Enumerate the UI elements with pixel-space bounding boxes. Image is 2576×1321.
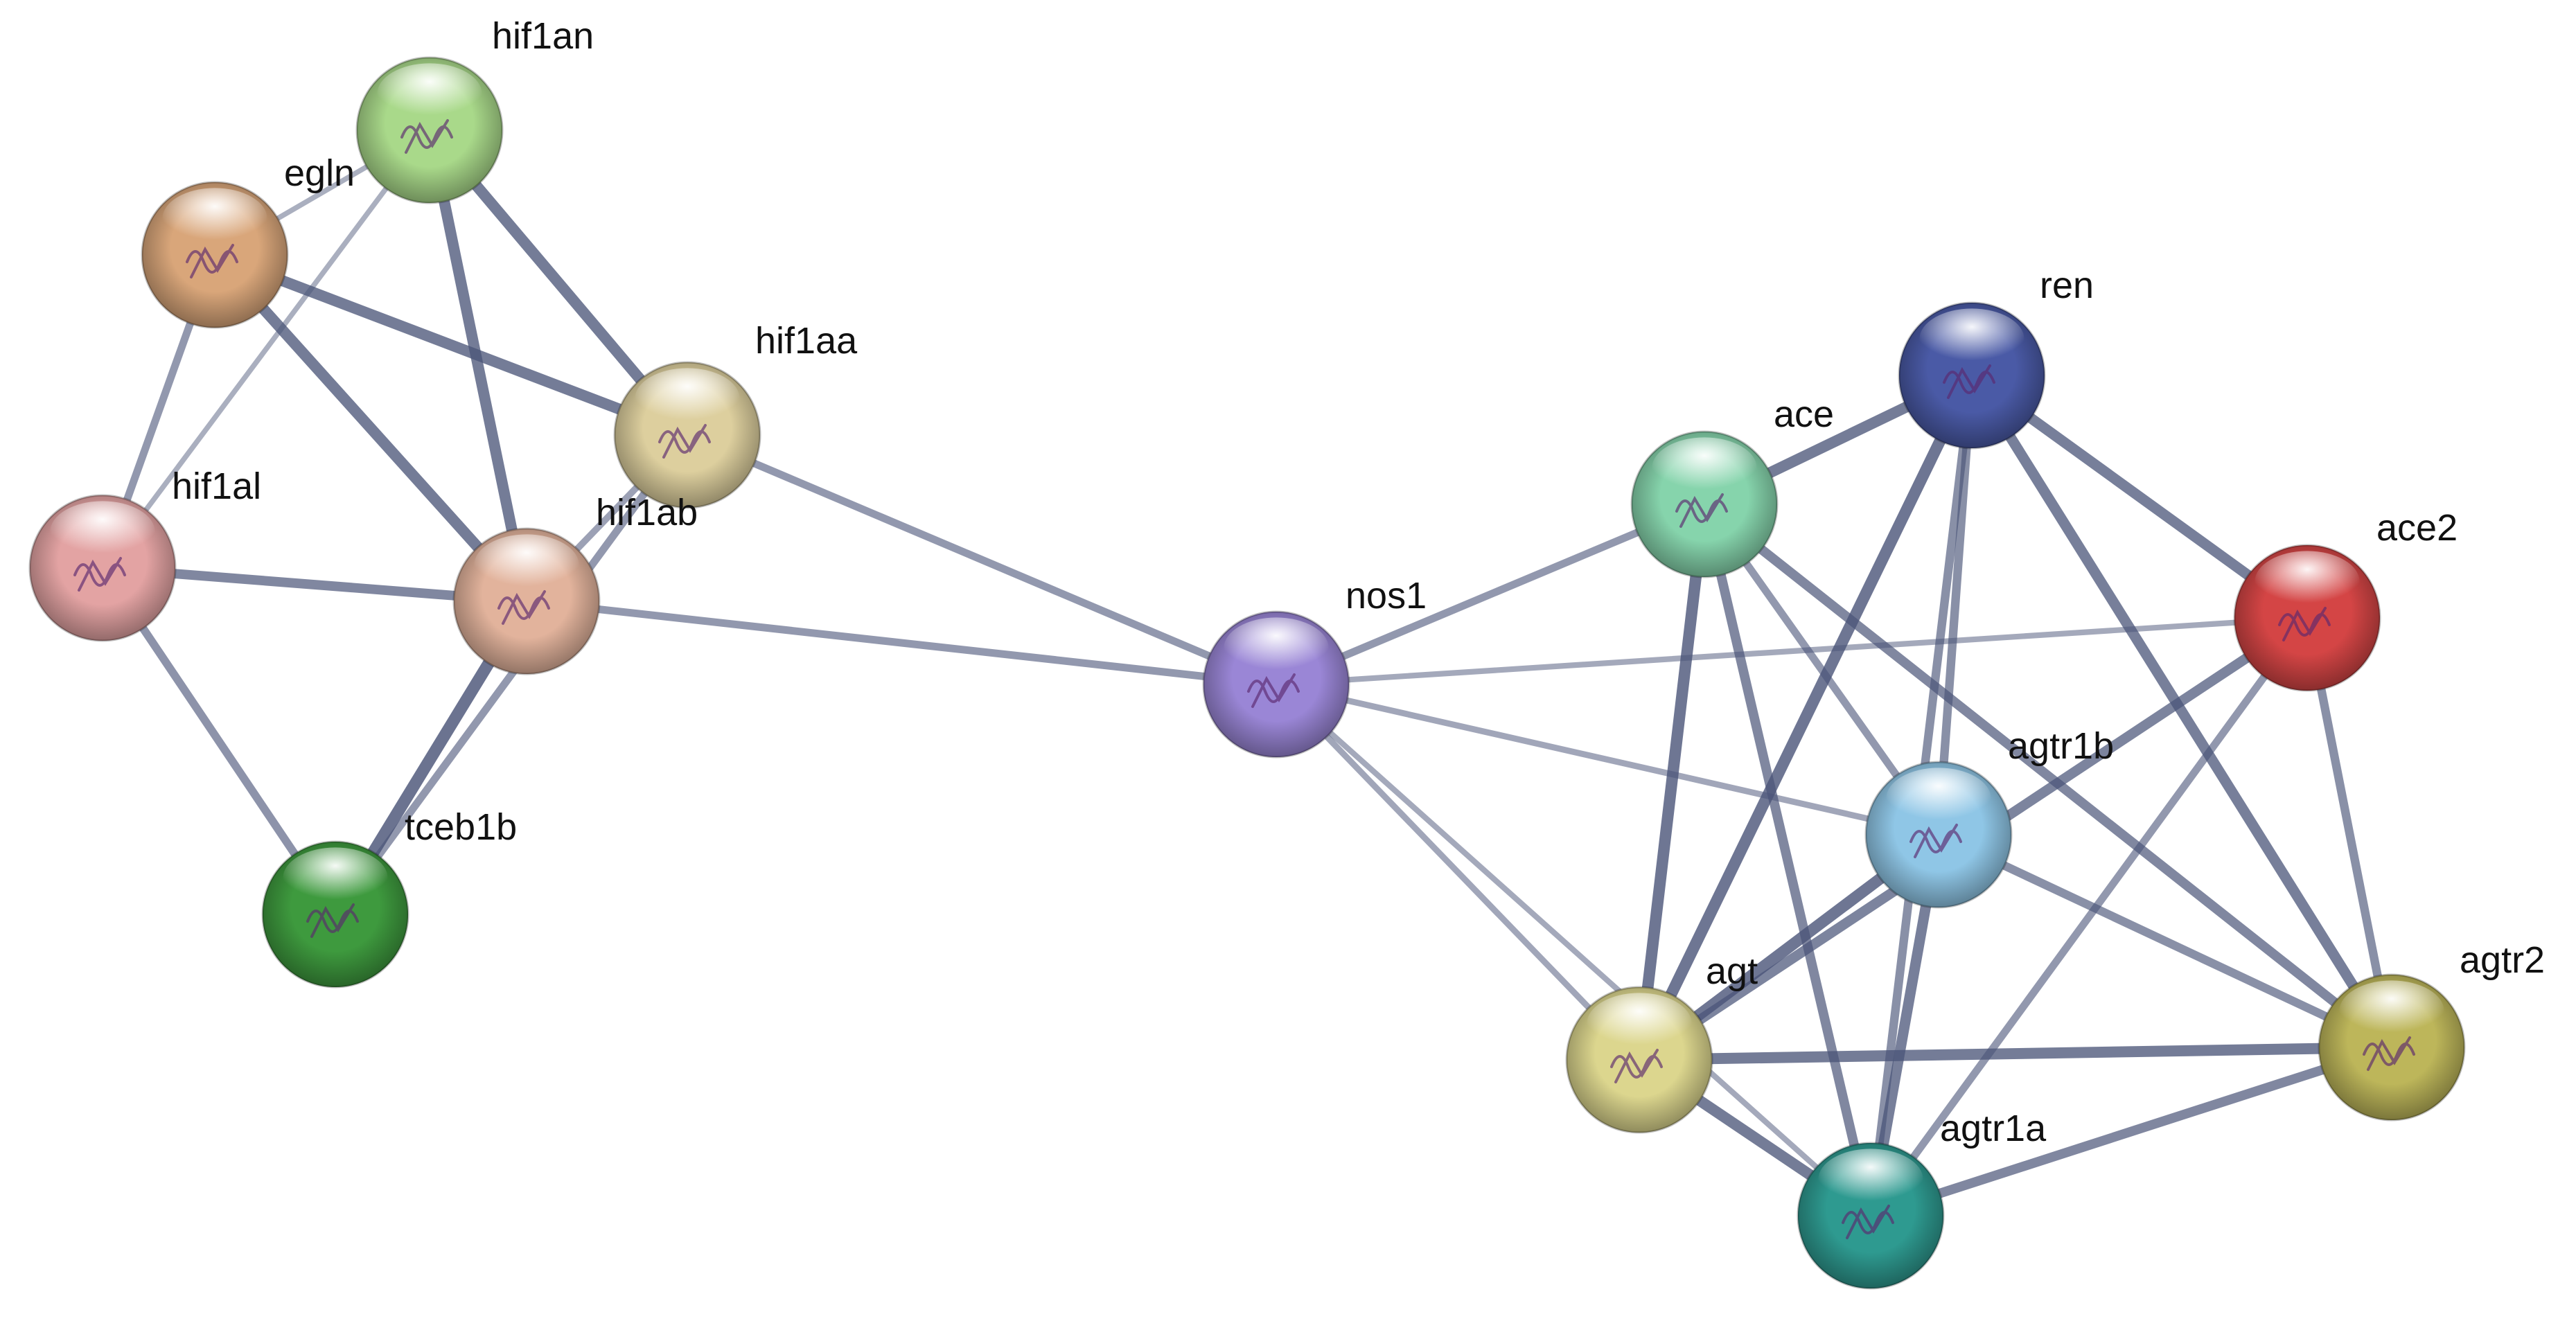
node-hif1an[interactable]: hif1an xyxy=(355,15,594,204)
node-gloss-highlight xyxy=(377,63,482,125)
edge-egln-hif1ab xyxy=(209,249,532,607)
edge-nos1-ace xyxy=(1272,500,1709,689)
node-label-agt: agt xyxy=(1706,950,1758,992)
protein-structure-icon xyxy=(400,119,453,154)
node-hif1al[interactable]: hif1al xyxy=(28,466,261,642)
node-agtr1b[interactable]: agtr1b xyxy=(1864,725,2114,909)
node-gloss-highlight xyxy=(1818,1149,1923,1210)
edge-hif1an-hif1ab xyxy=(424,125,532,607)
protein-structure-icon xyxy=(186,244,238,278)
node-egln[interactable]: egln xyxy=(141,152,355,329)
node-hif1aa[interactable]: hif1aa xyxy=(613,320,858,509)
edge-ace-agtr1a xyxy=(1700,499,1876,1221)
node-gloss-highlight xyxy=(2255,551,2360,612)
protein-structure-icon xyxy=(1842,1205,1894,1239)
node-label-agtr2: agtr2 xyxy=(2460,939,2545,981)
node-gloss-highlight xyxy=(1886,768,1991,829)
node-agtr2[interactable]: agtr2 xyxy=(2318,939,2545,1121)
edge-ace-agt xyxy=(1633,498,1711,1066)
node-gloss-highlight xyxy=(50,501,155,562)
edge-ren-agt xyxy=(1633,369,1978,1066)
edge-ace2-agtr1a xyxy=(1867,614,2311,1220)
node-nos1[interactable]: nos1 xyxy=(1202,575,1427,759)
node-ace2[interactable]: ace2 xyxy=(2233,507,2458,692)
node-label-agtr1a: agtr1a xyxy=(1940,1108,2047,1149)
edge-agtr1b-agtr2 xyxy=(1934,830,2397,1052)
node-label-hif1al: hif1al xyxy=(172,466,261,507)
edge-ace2-agtr2 xyxy=(2302,613,2397,1052)
node-label-agtr1b: agtr1b xyxy=(2008,725,2114,767)
node-label-hif1ab: hif1ab xyxy=(596,492,698,533)
protein-structure-icon xyxy=(1675,493,1728,528)
edge-agtr1a-agtr2 xyxy=(1866,1043,2397,1221)
node-gloss-highlight xyxy=(635,368,740,429)
edge-hif1aa-tceb1b xyxy=(331,431,691,919)
protein-structure-icon xyxy=(2278,607,2331,641)
node-gloss-highlight xyxy=(1587,993,1692,1054)
node-gloss-highlight xyxy=(283,847,388,909)
edge-ace-agtr2 xyxy=(1700,499,2397,1052)
edge-hif1an-hif1al xyxy=(100,127,432,571)
node-gloss-highlight xyxy=(1224,617,1329,679)
node-label-tceb1b: tceb1b xyxy=(405,806,517,848)
edge-nos1-agtr1a xyxy=(1273,681,1874,1219)
node-agtr1a[interactable]: agtr1a xyxy=(1797,1108,2047,1290)
protein-structure-icon xyxy=(658,424,711,459)
protein-structure-icon xyxy=(1943,364,1995,399)
protein-structure-icon xyxy=(497,590,550,625)
protein-structure-icon xyxy=(1610,1049,1663,1083)
node-label-ace: ace xyxy=(1774,393,1834,435)
node-gloss-highlight xyxy=(1652,437,1757,499)
protein-structure-icon xyxy=(1247,673,1300,708)
node-label-hif1aa: hif1aa xyxy=(755,320,858,362)
protein-structure-icon xyxy=(1909,824,1962,858)
node-gloss-highlight xyxy=(474,534,579,596)
nodes-layer: hif1an egln hif1aa hif1al hif1ab tceb1b nos1 ac… xyxy=(28,15,2545,1290)
node-hif1ab[interactable]: hif1ab xyxy=(452,492,698,675)
node-label-nos1: nos1 xyxy=(1346,575,1427,617)
node-gloss-highlight xyxy=(2339,980,2444,1042)
node-ren[interactable]: ren xyxy=(1898,265,2094,450)
edge-agt-agtr2 xyxy=(1634,1042,2397,1065)
node-label-ren: ren xyxy=(2040,265,2094,306)
edge-egln-hif1aa xyxy=(209,249,693,441)
edge-ren-agtr2 xyxy=(1966,370,2397,1053)
protein-structure-icon xyxy=(306,903,359,938)
protein-structure-icon xyxy=(2363,1036,2415,1071)
node-gloss-highlight xyxy=(162,188,267,249)
protein-structure-icon xyxy=(73,557,126,592)
node-label-ace2: ace2 xyxy=(2376,507,2458,549)
node-label-egln: egln xyxy=(284,152,355,194)
edge-hif1aa-nos1 xyxy=(683,431,1280,689)
node-tceb1b[interactable]: tceb1b xyxy=(261,806,517,988)
edge-nos1-agt xyxy=(1273,681,1643,1063)
edge-hif1ab-nos1 xyxy=(522,597,1280,689)
node-gloss-highlight xyxy=(1919,308,2024,370)
node-label-hif1an: hif1an xyxy=(492,15,594,57)
node-agt[interactable]: agt xyxy=(1565,950,1758,1134)
node-ace[interactable]: ace xyxy=(1630,393,1834,578)
edge-nos1-agtr1b xyxy=(1273,681,1942,838)
